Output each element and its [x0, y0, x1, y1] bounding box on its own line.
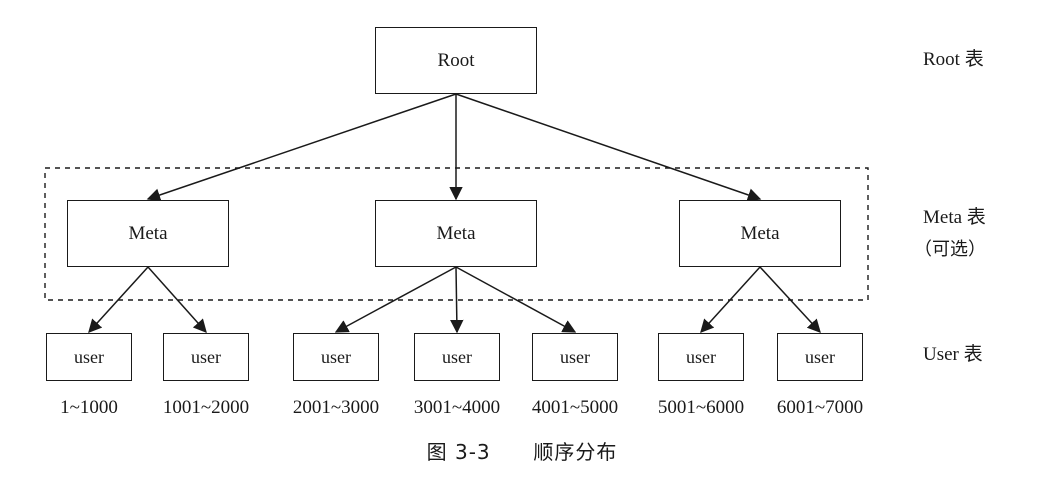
meta-node-label: Meta	[436, 222, 476, 244]
side-label-meta: Meta 表	[923, 207, 986, 228]
meta-node-label: Meta	[128, 222, 168, 244]
root-node: Root	[375, 27, 537, 94]
edge-arrow-meta-1-to-user-3	[450, 266, 464, 334]
root-node-label: Root	[437, 49, 475, 71]
user-node-label: user	[560, 346, 590, 367]
user-node: user	[532, 333, 618, 381]
user-node: user	[777, 333, 863, 381]
user-node: user	[414, 333, 500, 381]
user-node: user	[658, 333, 744, 381]
range-label: 5001~6000	[657, 397, 745, 418]
user-node-label: user	[442, 346, 472, 367]
edge-arrow-meta-0-to-user-1	[147, 266, 207, 334]
user-node-label: user	[74, 346, 104, 367]
user-node-label: user	[686, 346, 716, 367]
edge-arrow-root-to-meta-0	[146, 93, 457, 202]
figure-title: 顺序分布	[533, 440, 618, 464]
range-label: 1~1000	[60, 397, 118, 418]
figure-caption: 图 3-3 顺序分布	[0, 436, 1044, 465]
user-node-label: user	[805, 346, 835, 367]
meta-node-label: Meta	[740, 222, 780, 244]
edge-arrow-meta-2-to-user-5	[700, 266, 761, 333]
range-label: 1001~2000	[162, 397, 250, 418]
range-label: 4001~5000	[531, 397, 619, 418]
edge-arrow-meta-1-to-user-4	[455, 266, 577, 333]
range-label: 3001~4000	[413, 397, 501, 418]
user-node-label: user	[321, 346, 351, 367]
user-node: user	[46, 333, 132, 381]
range-label: 6001~7000	[776, 397, 864, 418]
edge-arrow-meta-0-to-user-0	[88, 266, 149, 333]
edge-arrow-meta-2-to-user-6	[759, 266, 821, 333]
edge-arrow-meta-1-to-user-2	[334, 266, 457, 333]
side-label-root: Root 表	[923, 49, 984, 70]
edge-arrow-root-to-meta-2	[455, 93, 762, 202]
meta-node: Meta	[375, 200, 537, 267]
meta-node: Meta	[67, 200, 229, 267]
user-node: user	[163, 333, 249, 381]
meta-node: Meta	[679, 200, 841, 267]
user-node: user	[293, 333, 379, 381]
side-label-user: User 表	[923, 344, 983, 365]
side-label-meta-note: （可选）	[914, 239, 986, 260]
edge-group	[88, 93, 821, 334]
range-label: 2001~3000	[292, 397, 380, 418]
figure-number: 图 3-3	[426, 440, 491, 464]
user-node-label: user	[191, 346, 221, 367]
